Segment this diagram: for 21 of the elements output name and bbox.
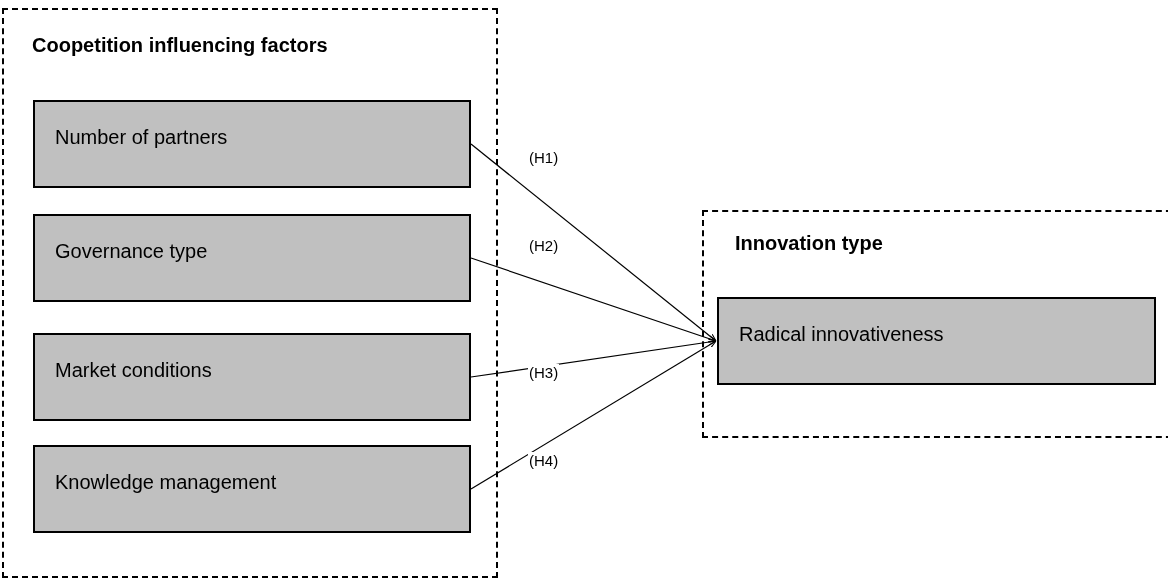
group-heading: Coopetition influencing factors [32, 34, 328, 57]
arrow [470, 257, 717, 342]
group-frame [702, 210, 1168, 438]
edge-label: (H1) [528, 149, 560, 166]
box-label: Governance type [55, 240, 208, 263]
edge-label: (H3) [528, 364, 560, 381]
box-label: Number of partners [55, 126, 228, 149]
factor-box [33, 100, 471, 188]
arrow [470, 143, 717, 342]
box-label: Radical innovativeness [739, 323, 944, 346]
edge-label: (H4) [528, 452, 560, 469]
factor-box [33, 214, 471, 302]
group-heading: Innovation type [735, 232, 883, 255]
edge-label: (H2) [528, 237, 560, 254]
box-label: Market conditions [55, 359, 212, 382]
factor-box [717, 297, 1156, 385]
factor-box [33, 445, 471, 533]
group-frame [2, 8, 498, 578]
factor-box [33, 333, 471, 421]
arrow [470, 340, 717, 490]
box-label: Knowledge management [55, 471, 277, 494]
